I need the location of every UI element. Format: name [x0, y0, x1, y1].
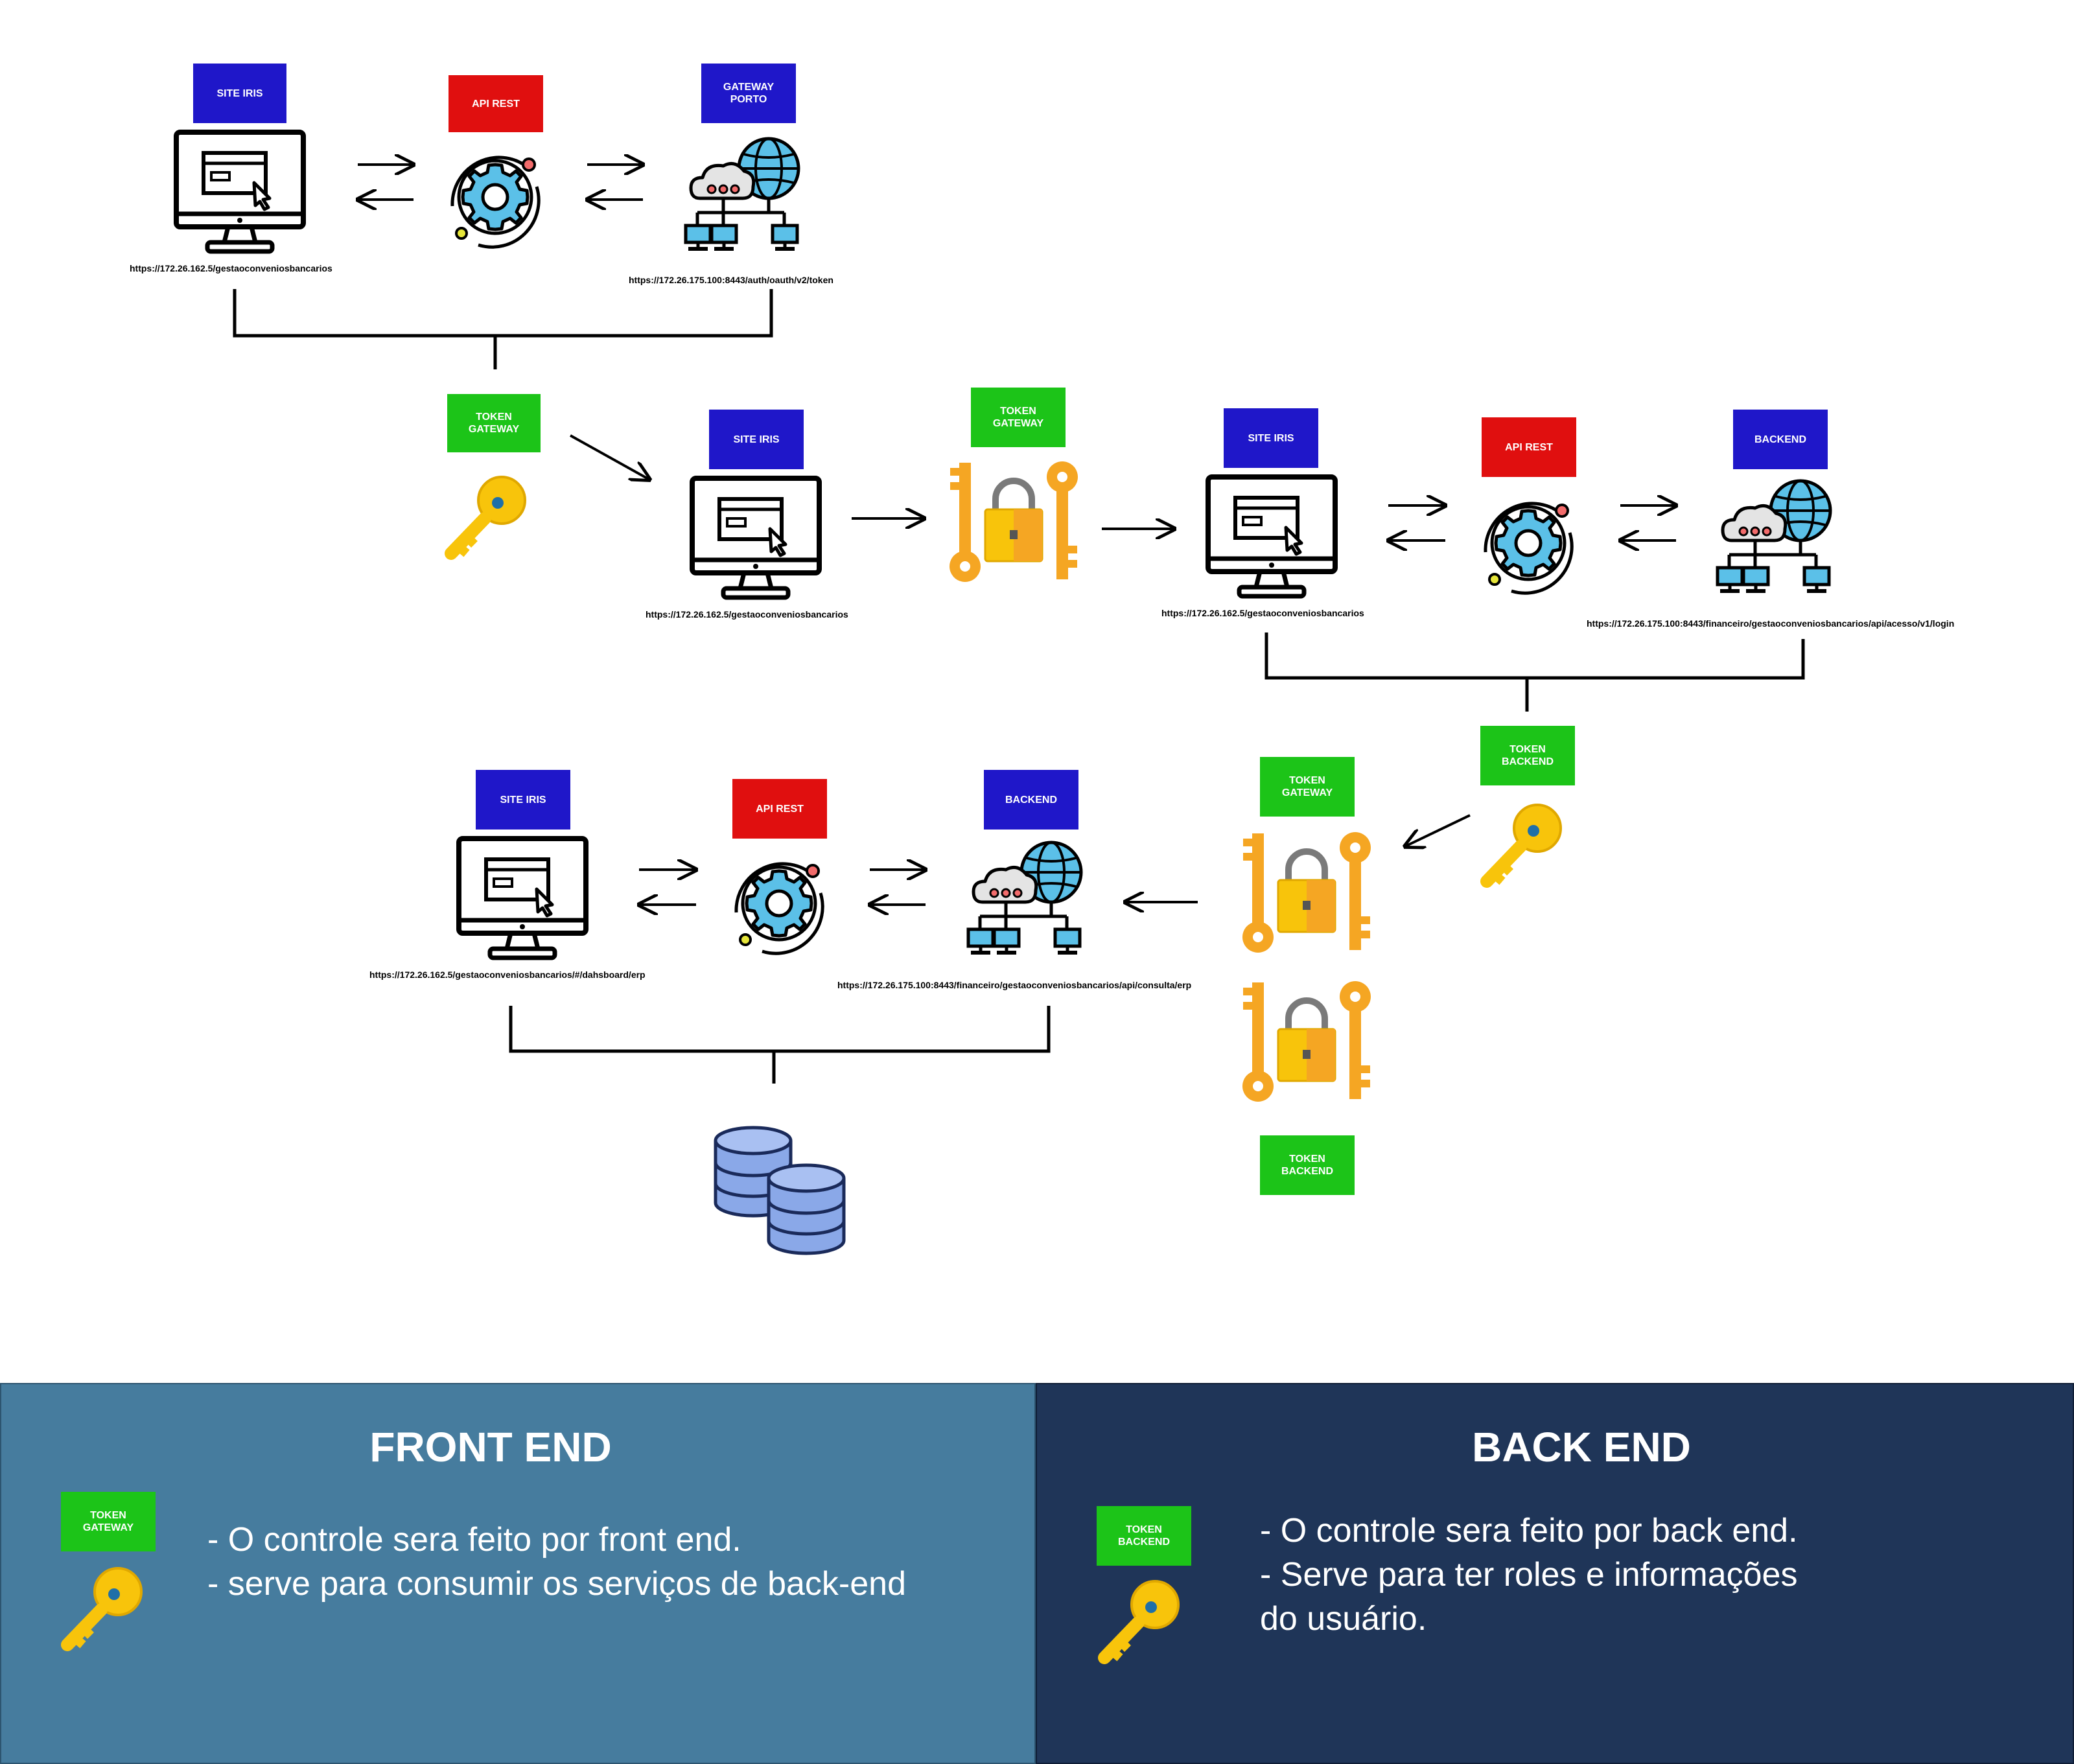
gear-icon — [736, 864, 822, 953]
token-gateway-badge — [447, 394, 541, 452]
gear-icon — [452, 157, 539, 247]
token-backend-label: TOKEN BACKEND — [1097, 1506, 1191, 1566]
token-gateway-label: TOKEN GATEWAY — [992, 406, 1044, 429]
cloud-network-icon — [968, 842, 1081, 953]
monitor-icon — [459, 839, 586, 958]
token-backend-label: TOKEN BACKEND — [1502, 744, 1554, 767]
arrow — [1405, 814, 1471, 846]
back-end-description: - O controle sera feito por back end. - … — [1260, 1512, 1798, 1638]
api-rest-label: API REST — [756, 803, 804, 815]
token-gateway-label: TOKEN GATEWAY — [61, 1492, 156, 1551]
api-rest-badge — [449, 75, 543, 132]
site-iris-badge — [193, 64, 286, 123]
monitor-icon — [176, 132, 303, 251]
site-iris-label: SITE IRIS — [216, 87, 263, 99]
site-iris-badge — [709, 410, 804, 469]
bracket-connector — [1264, 632, 1805, 680]
monitor-icon — [1208, 477, 1335, 596]
backend-badge — [1733, 410, 1828, 469]
url-backend-consulta: https://172.26.175.100:8443/financeiro/g… — [837, 980, 1192, 990]
key-icon — [60, 1564, 163, 1662]
arrow — [570, 434, 649, 480]
token-gateway-badge — [971, 388, 1066, 447]
back-end-title: BACK END — [1472, 1424, 1691, 1470]
site-iris-label: SITE IRIS — [500, 794, 546, 806]
token-backend-badge — [1260, 1135, 1355, 1195]
key-icon — [1097, 1577, 1200, 1675]
api-rest-badge — [1482, 417, 1576, 477]
url-backend-login: https://172.26.175.100:8443/financeiro/g… — [1587, 618, 1955, 629]
site-iris-label: SITE IRIS — [1248, 432, 1294, 444]
key-icon — [1487, 805, 1561, 881]
token-gateway-label: TOKEN GATEWAY — [1281, 775, 1333, 798]
front-end-title: FRONT END — [369, 1424, 612, 1470]
token-gateway-badge — [1260, 757, 1355, 817]
api-rest-badge — [732, 779, 827, 839]
gateway-porto-label: GATEWAY PORTO — [723, 82, 775, 105]
monitor-icon — [692, 478, 819, 598]
site-iris-badge — [1224, 408, 1318, 468]
bracket-connector — [233, 289, 773, 338]
api-rest-label: API REST — [472, 98, 520, 110]
site-iris-badge — [476, 770, 570, 830]
cloud-network-icon — [686, 139, 798, 249]
keys-lock-icon — [1242, 832, 1371, 953]
api-rest-label: API REST — [1505, 441, 1553, 453]
token-gateway-label: TOKEN GATEWAY — [468, 412, 520, 435]
backend-badge — [984, 770, 1078, 830]
front-end-panel: FRONT END TOKEN GATEWAY - O controle ser… — [0, 1383, 1036, 1764]
backend-label: BACKEND — [1005, 794, 1057, 806]
keys-lock-icon — [1242, 981, 1371, 1102]
url-site-iris: https://172.26.162.5/gestaoconveniosbanc… — [646, 609, 848, 620]
front-end-description: - O controle sera feito por front end. -… — [207, 1521, 907, 1603]
gateway-porto-badge — [701, 64, 796, 123]
backend-label: BACKEND — [1754, 434, 1806, 445]
key-icon — [451, 477, 525, 553]
url-site-iris-dashboard: https://172.26.162.5/gestaoconveniosbanc… — [369, 969, 646, 980]
url-gateway-token: https://172.26.175.100:8443/auth/oauth/v… — [629, 275, 833, 285]
keys-lock-icon — [950, 461, 1078, 582]
url-site-iris: https://172.26.162.5/gestaoconveniosbanc… — [1161, 608, 1364, 618]
bracket-connector — [509, 1006, 1051, 1053]
database-icon — [769, 1165, 844, 1253]
gear-icon — [1486, 504, 1572, 593]
token-backend-badge — [1480, 726, 1575, 785]
colored-labels — [193, 64, 1828, 1195]
url-site-iris: https://172.26.162.5/gestaoconveniosbanc… — [130, 263, 332, 273]
site-iris-label: SITE IRIS — [733, 434, 780, 445]
back-end-panel: BACK END TOKEN BACKEND - O controle sera… — [1036, 1383, 2074, 1764]
cloud-network-icon — [1718, 481, 1830, 591]
token-backend-label: TOKEN BACKEND — [1281, 1154, 1333, 1177]
